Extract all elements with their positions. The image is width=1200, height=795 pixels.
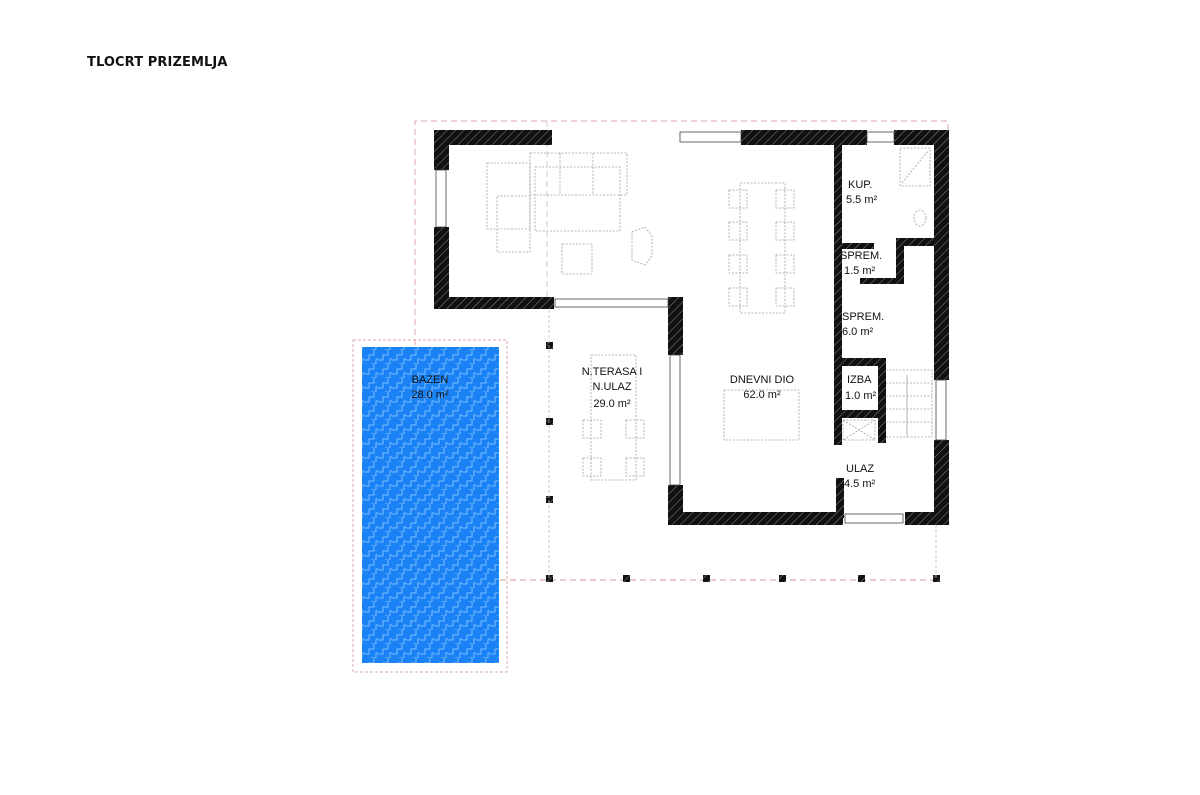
label-dnevni-name: DNEVNI DIO — [730, 374, 795, 386]
walls — [434, 130, 949, 525]
room-labels: BAZEN 28.0 m² N.TERASA I N.ULAZ 29.0 m² … — [411, 179, 884, 490]
label-sprem2-name: SPREM. — [842, 311, 884, 323]
label-sprem1-name: SPREM. — [840, 250, 882, 262]
label-ulaz-area: 4.5 m² — [844, 478, 876, 490]
plan-title: TLOCRT PRIZEMLJA — [87, 55, 228, 70]
label-izba-name: IZBA — [847, 374, 872, 386]
terrace-posts — [546, 342, 940, 582]
pool-outline — [352, 339, 508, 673]
label-terasa-name: N.TERASA I — [582, 366, 643, 378]
furniture — [486, 147, 933, 481]
label-ulaz-name: ULAZ — [846, 463, 874, 475]
label-dnevni-area: 62.0 m² — [743, 389, 781, 401]
label-bazen-name: BAZEN — [412, 374, 449, 386]
windows — [435, 131, 947, 524]
label-terasa-area: 29.0 m² — [593, 398, 631, 410]
label-bazen-area: 28.0 m² — [411, 389, 449, 401]
label-kup-name: KUP. — [848, 179, 872, 191]
label-terasa-name2: N.ULAZ — [592, 381, 631, 393]
label-sprem2-area: 6.0 m² — [842, 326, 874, 338]
label-kup-area: 5.5 m² — [846, 194, 878, 206]
label-izba-area: 1.0 m² — [845, 390, 877, 402]
dashed-outlines — [414, 120, 949, 581]
pool — [362, 347, 499, 663]
label-sprem1-area: 1.5 m² — [844, 265, 876, 277]
